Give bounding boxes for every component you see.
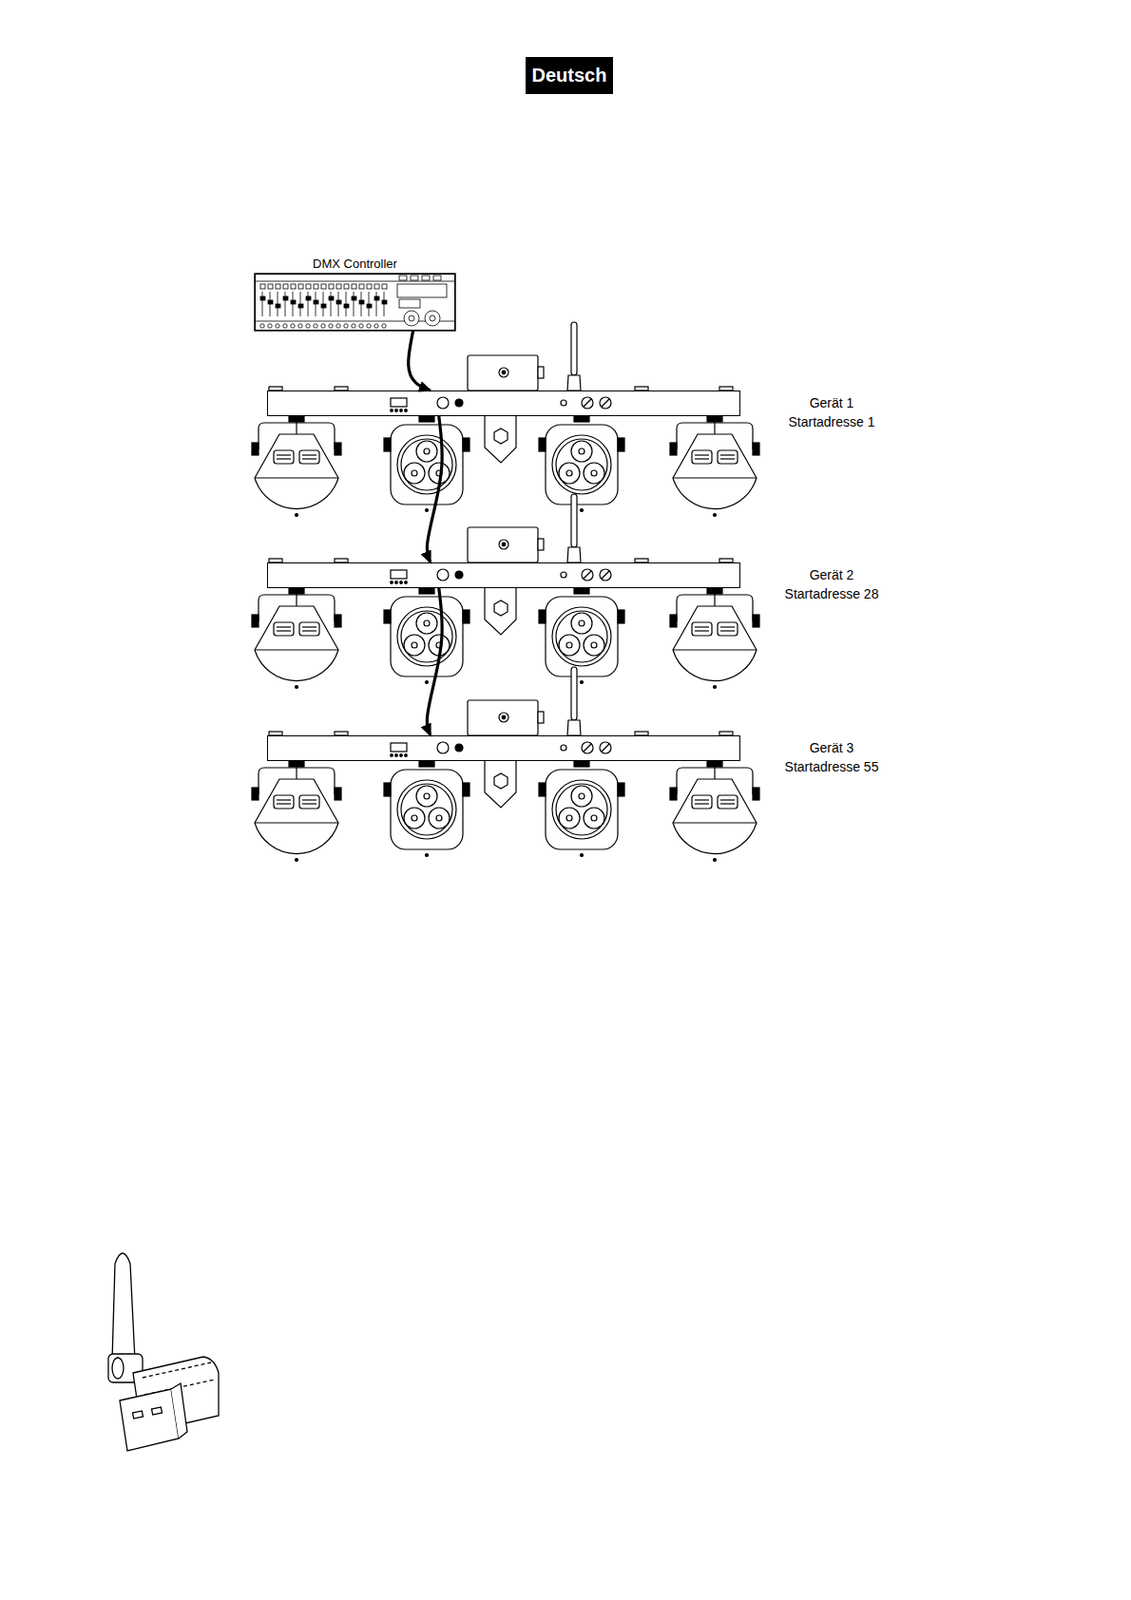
device-label: DMX Controller: [255, 256, 455, 271]
light-bar-illustration: [251, 494, 760, 690]
language-tab: Deutsch: [525, 57, 614, 95]
dmx-controller: DMX Controller: [254, 273, 456, 331]
light-bar-illustration: [251, 667, 760, 863]
dmx-cable: [426, 416, 442, 563]
start-address: Startadresse 28: [779, 584, 884, 604]
device-name: Gerät 1: [779, 393, 884, 413]
language-label: Deutsch: [532, 64, 608, 87]
dmx-controller-panel: [254, 273, 456, 331]
dmx-cable: [408, 330, 431, 391]
usb-dongle: [108, 1253, 219, 1452]
device-name: Gerät 2: [779, 565, 884, 585]
dmx-cable: [426, 588, 442, 736]
light-bar-illustration: [251, 322, 760, 518]
light-bar-fixture: Gerät 1Startadresse 1: [267, 390, 741, 417]
start-address: Startadresse 1: [779, 412, 884, 432]
device-name: Gerät 3: [779, 738, 884, 758]
start-address: Startadresse 55: [779, 757, 884, 777]
light-bar-fixture: Gerät 2Startadresse 28: [267, 562, 741, 589]
light-bar-fixture: Gerät 3Startadresse 55: [267, 735, 741, 762]
